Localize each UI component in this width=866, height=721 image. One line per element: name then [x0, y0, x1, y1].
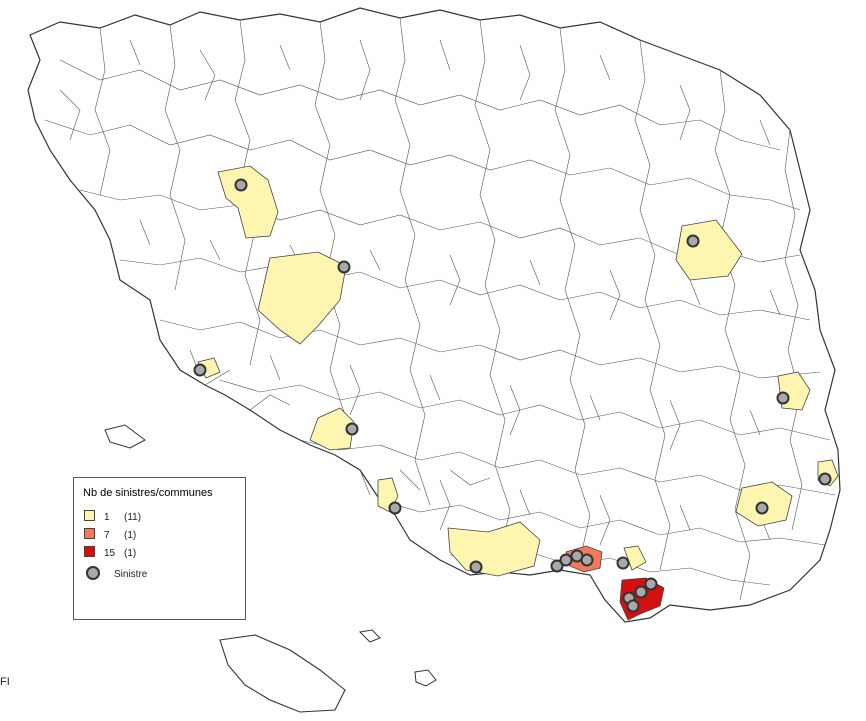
commune-class-1[interactable]: [309, 407, 355, 451]
sinistre-marker[interactable]: [550, 559, 564, 573]
sinistre-marker[interactable]: [616, 556, 630, 570]
edge-text: FI: [0, 676, 10, 688]
legend-swatch: [84, 510, 95, 521]
sinistre-marker[interactable]: [818, 472, 832, 486]
legend-count: (11): [124, 512, 142, 523]
legend-count: (1): [124, 530, 137, 541]
sinistre-marker[interactable]: [234, 178, 248, 192]
sinistre-marker[interactable]: [644, 577, 658, 591]
sinistre-marker[interactable]: [469, 560, 483, 574]
legend-class-1: 1 (11): [84, 510, 142, 523]
communes-class-1: [197, 165, 839, 577]
islet-outline: [358, 629, 381, 643]
legend-class-7: 7 (1): [84, 528, 137, 541]
legend-value: 15: [104, 548, 116, 559]
legend-swatch: [84, 546, 95, 557]
legend-count: (1): [124, 548, 137, 559]
sinistre-marker[interactable]: [686, 234, 700, 248]
sinistre-markers: [193, 178, 832, 613]
legend-title: Nb de sinistres/communes: [83, 487, 213, 499]
sinistre-marker[interactable]: [580, 553, 594, 567]
sinistre-marker[interactable]: [388, 501, 402, 515]
sinistre-marker[interactable]: [626, 599, 640, 613]
legend-value: 1: [104, 512, 110, 523]
commune-class-1[interactable]: [257, 251, 347, 345]
commune-class-1[interactable]: [447, 521, 541, 577]
map-legend: Nb de sinistres/communes 1 (11) 7 (1) 15 (1…: [73, 477, 246, 620]
islet-outline: [414, 669, 437, 687]
legend-swatch: [84, 528, 95, 539]
legend-point-label: Sinistre: [114, 569, 148, 580]
sinistre-marker-icon: [86, 566, 100, 580]
sinistre-marker[interactable]: [559, 553, 573, 567]
legend-point: Sinistre: [86, 566, 148, 580]
islet-outline: [104, 424, 146, 449]
sinistre-marker[interactable]: [337, 260, 351, 274]
sinistre-marker[interactable]: [776, 391, 790, 405]
commune-class-1[interactable]: [217, 165, 279, 239]
sinistre-marker[interactable]: [193, 363, 207, 377]
legend-value: 7: [104, 530, 110, 541]
sinistre-marker[interactable]: [345, 422, 359, 436]
region-outline: [27, 7, 841, 623]
sinistre-marker[interactable]: [755, 501, 769, 515]
commune-boundaries: [44, 17, 836, 601]
sinistre-marker[interactable]: [634, 585, 648, 599]
legend-class-15: 15 (1): [84, 546, 137, 559]
island-outline: [219, 634, 346, 713]
